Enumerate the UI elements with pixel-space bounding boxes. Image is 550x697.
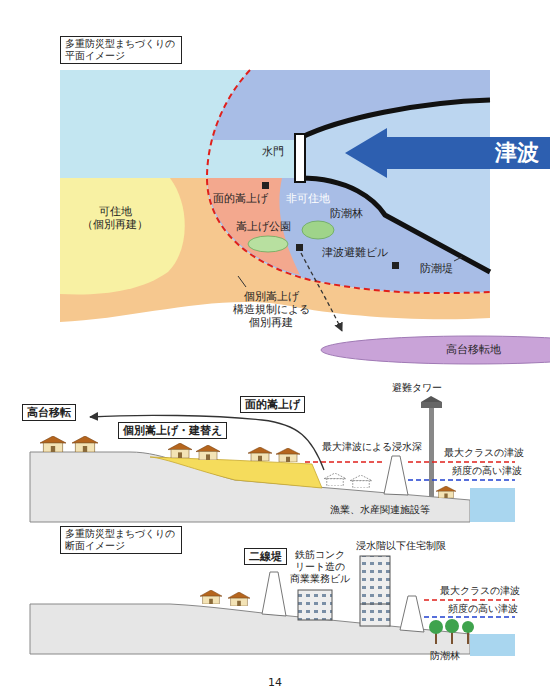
- node-text: 高台移転地: [446, 343, 501, 356]
- tsunami-arrow-shape: [345, 128, 550, 178]
- tide-forest: [302, 221, 334, 239]
- tsunami-level-label: 最大クラスの津波: [440, 585, 520, 597]
- relocation-area-shape: [321, 336, 550, 364]
- section-label: 最大津波による浸水深: [322, 441, 422, 453]
- land-ground: [60, 70, 490, 375]
- tsunami-level-label: 頻度の高い津波: [448, 603, 518, 615]
- tide-forest: [429, 619, 474, 644]
- house: [276, 448, 300, 462]
- title-box: 多重防災型まちづくりの 断面イメージ: [60, 526, 182, 554]
- seawall: [300, 100, 490, 138]
- map-label: 個別嵩上げ 構造規制による 個別再建: [230, 290, 312, 330]
- node-text: 多重防災型まちづくりの 平面イメージ: [65, 38, 177, 62]
- frequent-tsunami-line: [424, 616, 515, 618]
- label-box: 面的嵩上げ: [240, 396, 305, 413]
- map-label: 非可住地: [286, 192, 330, 205]
- tide-forest: [462, 621, 474, 633]
- fishery-facility: [436, 486, 456, 498]
- house: [72, 436, 98, 452]
- section-label: 防潮林: [430, 650, 460, 662]
- raised-park: [248, 236, 288, 252]
- relocation-arrow: [90, 415, 324, 470]
- evacuation-tower: [421, 396, 442, 402]
- house: [228, 592, 250, 606]
- tide-forest: [429, 620, 443, 634]
- seawall: [400, 596, 424, 632]
- water-gate: [295, 134, 305, 182]
- relocation-area: 高台移転地: [320, 335, 550, 365]
- cross-section-2: [30, 556, 515, 656]
- section-label: 浸水階以下住宅制限: [356, 540, 446, 552]
- house: [248, 447, 272, 461]
- frequent-tsunami-line: [408, 479, 515, 481]
- label-box: 二線堤: [244, 548, 287, 565]
- secondary-levee: [262, 572, 286, 616]
- node-text: 高台移転: [27, 406, 71, 419]
- section-label: 鉄筋コンク リート造の 商業業務ビル: [288, 549, 352, 585]
- floor-line: [360, 604, 390, 605]
- leader-line: [454, 257, 462, 261]
- former-house: [350, 475, 372, 488]
- tsunami-level-label: 頻度の高い津波: [452, 465, 522, 477]
- non-habitable-zone: [207, 70, 490, 293]
- node-text: 二線堤: [249, 550, 282, 563]
- sea: [300, 100, 490, 272]
- label-box: 個別嵩上げ・建替え: [118, 422, 227, 439]
- sea: [470, 634, 515, 656]
- former-house: [324, 473, 346, 486]
- map-label: 可住地 （個別再建）: [78, 205, 152, 231]
- node-text: 多重防災型まちづくりの 断面イメージ: [65, 528, 177, 552]
- river: [207, 140, 300, 178]
- relocation-arrow: [301, 253, 342, 331]
- map-label: 面的嵩上げ: [213, 192, 268, 205]
- node-text: 面的嵩上げ: [245, 398, 300, 411]
- max-tsunami-line: [408, 461, 515, 463]
- label-box: 高台移転: [22, 404, 76, 421]
- ground: [30, 452, 470, 522]
- house: [196, 445, 220, 460]
- habitable-zone: [60, 178, 185, 294]
- house: [200, 590, 222, 604]
- evacuation-building-marker: [392, 262, 399, 269]
- map-label: 嵩上げ公園: [236, 220, 291, 233]
- rc-building: [298, 590, 332, 620]
- house: [168, 443, 192, 458]
- house: [40, 436, 66, 452]
- max-tsunami-line: [305, 461, 384, 463]
- map-label: 防潮林: [330, 207, 363, 220]
- section-label: 避難タワー: [392, 382, 442, 394]
- building-marker: [262, 182, 269, 189]
- section-label: 漁業、水産関連施設等: [330, 504, 430, 516]
- node-text: 津波: [495, 140, 539, 166]
- map-label: 津波避難ビル: [322, 246, 388, 259]
- tsunami-level-label: 最大クラスの津波: [444, 447, 524, 459]
- title-box: 多重防災型まちづくりの 平面イメージ: [60, 36, 182, 64]
- max-tsunami-line: [424, 599, 515, 601]
- plan-map: [60, 70, 490, 375]
- evacuation-tower: [421, 402, 442, 408]
- cross-section-1: [30, 396, 515, 522]
- tsunami-arrow: 津波: [345, 128, 550, 178]
- tall-building: [360, 556, 390, 626]
- inundation-line: [207, 70, 490, 293]
- leader-line: [238, 276, 246, 287]
- node-text: 個別嵩上げ・建替え: [123, 424, 222, 437]
- map-label: 水門: [262, 145, 284, 158]
- sea: [470, 488, 515, 522]
- relocation-area-shape: [320, 335, 550, 365]
- tide-forest: [445, 619, 459, 633]
- building-marker: [296, 244, 303, 251]
- map-label: 防潮堤: [420, 262, 453, 275]
- page-number: 14: [268, 676, 282, 689]
- seawall: [384, 456, 408, 495]
- evacuation-tower: [429, 408, 434, 497]
